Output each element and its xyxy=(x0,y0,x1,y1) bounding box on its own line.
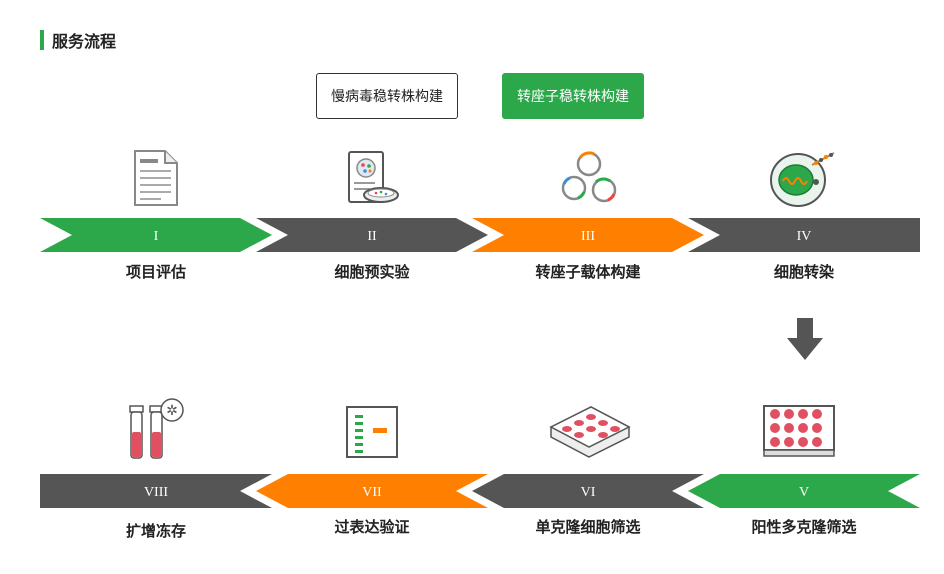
svg-text:✲: ✲ xyxy=(166,403,178,419)
step-label: 阳性多克隆筛选 xyxy=(751,518,857,536)
section-header: 服务流程 xyxy=(40,30,117,51)
step-numeral: III xyxy=(581,229,595,244)
well-plate-partial-icon xyxy=(549,406,631,458)
step-chevron[interactable] xyxy=(688,218,920,252)
down-arrow-icon xyxy=(787,318,823,360)
step-numeral: VII xyxy=(362,485,382,500)
step-chevron[interactable] xyxy=(472,218,704,252)
step-numeral: V xyxy=(799,485,809,500)
step-chevron[interactable] xyxy=(40,474,272,508)
document-icon xyxy=(134,150,178,206)
plasmid-rings-icon xyxy=(561,151,617,203)
section-title: 服务流程 xyxy=(52,32,117,51)
tab-lentivirus-stable-line[interactable]: 慢病毒稳转株构建 xyxy=(316,73,458,119)
step-label: 扩增冻存 xyxy=(125,522,186,540)
process-bar-top: I II III IV xyxy=(40,218,920,252)
petri-dish-report-icon xyxy=(348,151,399,203)
step-numeral: VIII xyxy=(144,485,168,500)
step-chevron[interactable] xyxy=(40,218,272,252)
step-label: 细胞转染 xyxy=(773,263,834,281)
step-label: 单克隆细胞筛选 xyxy=(535,518,641,536)
step-label: 过表达验证 xyxy=(334,518,410,536)
title-accent-bar xyxy=(40,30,44,50)
step-numeral: IV xyxy=(797,229,812,244)
well-plate-filled-icon xyxy=(763,405,835,457)
step-numeral: II xyxy=(367,229,377,244)
step-numeral: I xyxy=(154,229,159,244)
step-label: 细胞预实验 xyxy=(334,263,410,281)
step-label: 转座子载体构建 xyxy=(535,263,641,281)
western-blot-icon xyxy=(346,406,398,458)
step-chevron[interactable] xyxy=(472,474,704,508)
step-label: 项目评估 xyxy=(125,263,186,281)
step-numeral: VI xyxy=(581,485,596,500)
cell-transfection-icon xyxy=(770,152,835,207)
cryo-tubes-icon: ✲ xyxy=(129,398,184,459)
step-chevron[interactable] xyxy=(688,474,920,508)
process-bar-bottom: VIII VII VI V xyxy=(40,474,920,508)
step-chevron[interactable] xyxy=(256,474,488,508)
tab-transposon-stable-line[interactable]: 转座子稳转株构建 xyxy=(502,73,644,119)
step-chevron[interactable] xyxy=(256,218,488,252)
